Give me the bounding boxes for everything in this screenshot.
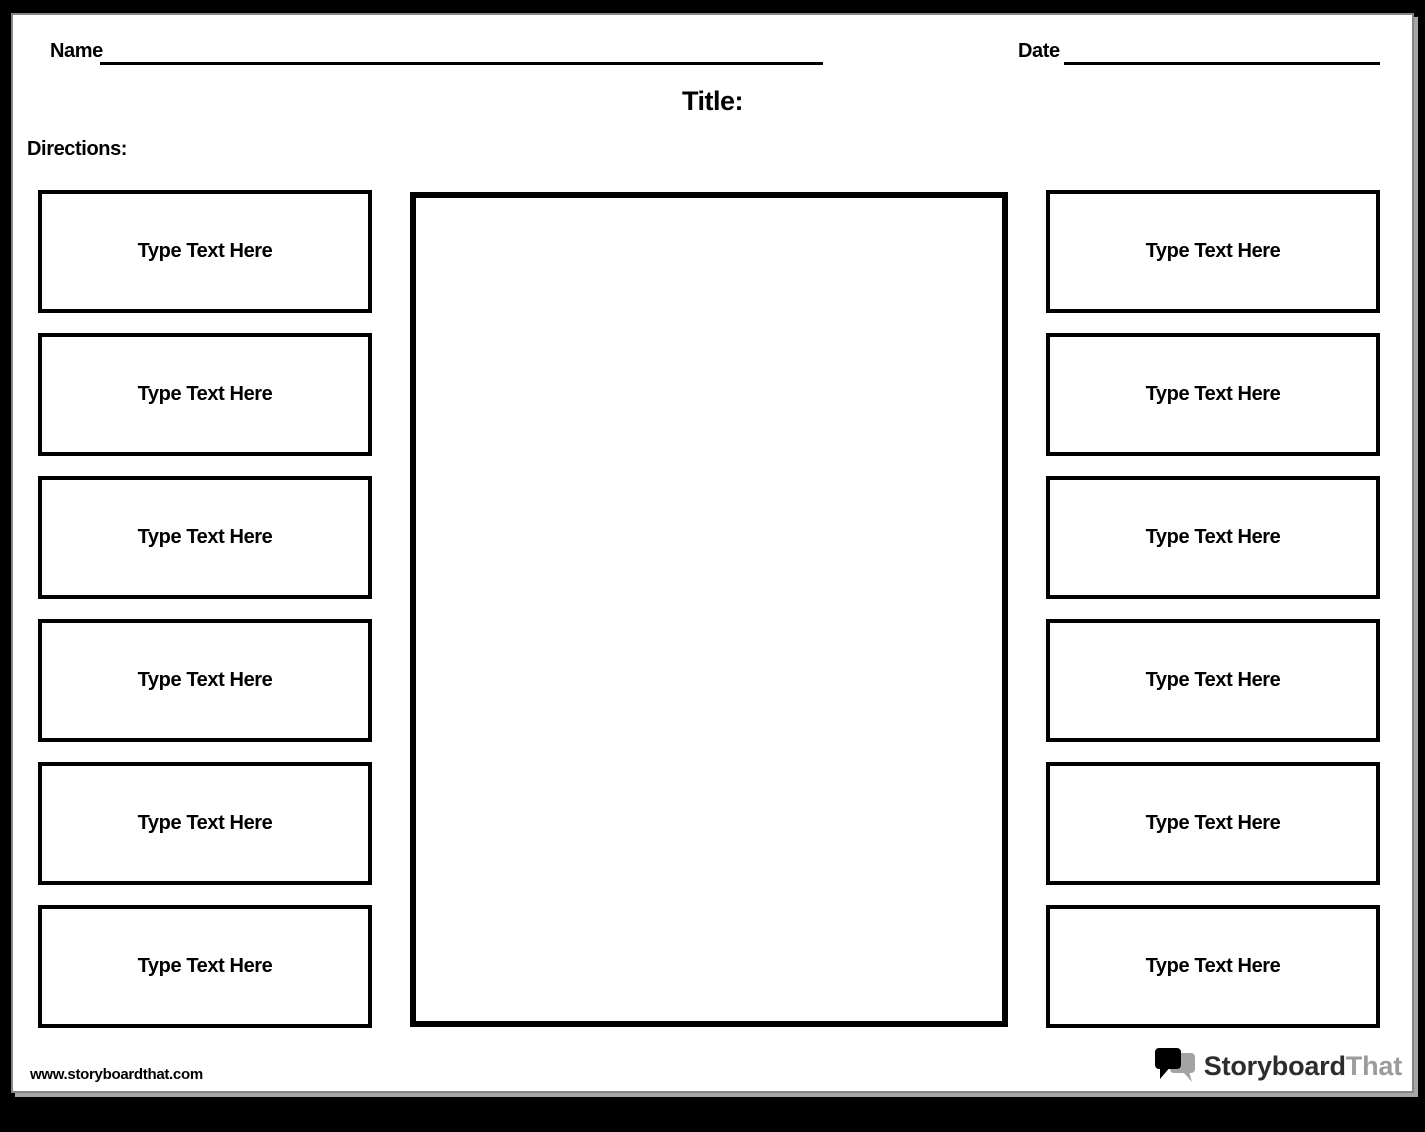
label-box[interactable]: Type Text Here xyxy=(38,762,372,885)
label-box[interactable]: Type Text Here xyxy=(38,333,372,456)
left-label-column: Type Text Here Type Text Here Type Text … xyxy=(38,190,372,1028)
logo-text-storyboard: Storyboard xyxy=(1203,1050,1346,1081)
label-box[interactable]: Type Text Here xyxy=(1046,333,1380,456)
label-box-text: Type Text Here xyxy=(1145,383,1281,405)
worksheet-page: Name Date Title: Directions: Type Text H… xyxy=(11,13,1414,1093)
label-box-text: Type Text Here xyxy=(1145,955,1281,977)
label-box[interactable]: Type Text Here xyxy=(38,905,372,1028)
label-box-text: Type Text Here xyxy=(137,812,273,834)
label-box[interactable]: Type Text Here xyxy=(38,619,372,742)
label-box-text: Type Text Here xyxy=(1145,526,1281,548)
logo-text-that: That xyxy=(1345,1050,1402,1081)
name-label: Name xyxy=(50,40,103,62)
label-box[interactable]: Type Text Here xyxy=(38,476,372,599)
label-box[interactable]: Type Text Here xyxy=(1046,619,1380,742)
label-box[interactable]: Type Text Here xyxy=(1046,190,1380,313)
label-box-text: Type Text Here xyxy=(137,526,273,548)
date-label: Date xyxy=(1018,40,1060,62)
label-box-text: Type Text Here xyxy=(137,383,273,405)
website-url: www.storyboardthat.com xyxy=(30,1066,203,1083)
label-box-text: Type Text Here xyxy=(1145,812,1281,834)
label-box-text: Type Text Here xyxy=(1145,240,1281,262)
label-box-text: Type Text Here xyxy=(1145,669,1281,691)
label-box-text: Type Text Here xyxy=(137,955,273,977)
label-box[interactable]: Type Text Here xyxy=(1046,762,1380,885)
page-title: Title: xyxy=(681,86,744,116)
label-box-text: Type Text Here xyxy=(137,669,273,691)
directions-label: Directions: xyxy=(27,138,128,160)
name-line xyxy=(100,62,823,65)
label-box[interactable]: Type Text Here xyxy=(1046,476,1380,599)
image-placeholder-area xyxy=(410,192,1008,1027)
right-label-column: Type Text Here Type Text Here Type Text … xyxy=(1046,190,1380,1028)
label-box-text: Type Text Here xyxy=(137,240,273,262)
speech-bubbles-icon xyxy=(1153,1046,1197,1086)
label-box[interactable]: Type Text Here xyxy=(1046,905,1380,1028)
storyboardthat-logo: StoryboardThat xyxy=(1153,1045,1402,1087)
date-line xyxy=(1064,62,1380,65)
logo-wordmark: StoryboardThat xyxy=(1204,1051,1402,1082)
label-box[interactable]: Type Text Here xyxy=(38,190,372,313)
